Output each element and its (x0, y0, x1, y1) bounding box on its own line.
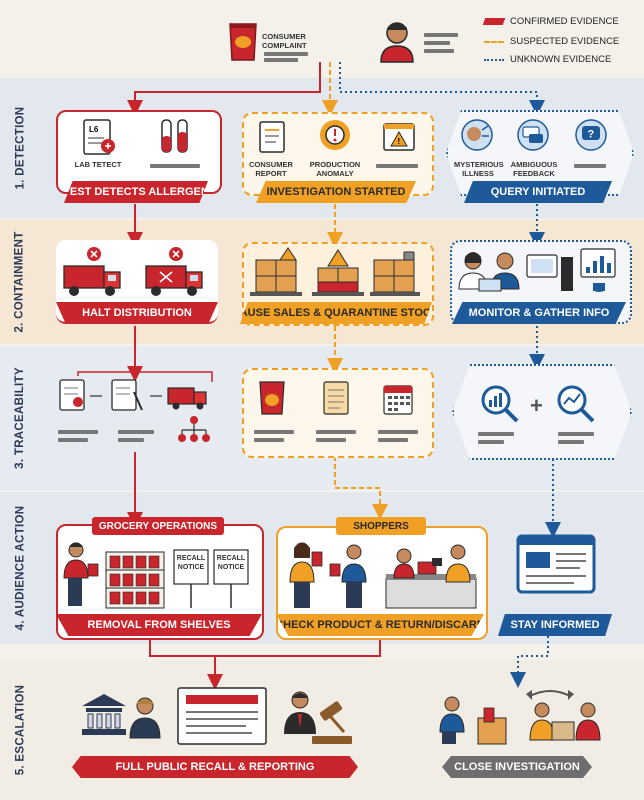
svg-text:L6: L6 (89, 125, 99, 134)
text-placeholder (150, 164, 200, 168)
test-tubes-icon (161, 119, 188, 153)
analytics-magnifier-icon (481, 385, 519, 423)
text-placeholder (118, 430, 154, 434)
check-product-banner: CHECK PRODUCT & RETURN/DISCARD (276, 614, 484, 636)
legend-item-confirmed: CONFIRMED EVIDENCE (482, 16, 619, 27)
query-initiated-banner: QUERY INITIATED (464, 181, 612, 203)
text-placeholder (316, 438, 346, 442)
news-webpage-icon (516, 534, 596, 594)
official-person-icon (129, 697, 161, 739)
calendar-icon (383, 385, 413, 415)
removal-from-shelves-banner: REMOVAL FROM SHELVES (56, 614, 262, 636)
text-placeholder (118, 438, 144, 442)
text-placeholder (424, 33, 458, 37)
judge-gavel-icon (284, 691, 352, 744)
mysterious-illness-label: MYSTERIOUS ILLNESS (454, 160, 504, 178)
text-placeholder (558, 432, 594, 436)
text-placeholder (58, 438, 88, 442)
text-placeholder (378, 438, 408, 442)
trace-documents-flow-icon (59, 371, 213, 442)
consumer-report-icon (259, 121, 285, 153)
complaint-label: CONSUMER COMPLAINT (262, 32, 307, 50)
government-building-icon (82, 694, 126, 735)
production-anomaly-label: PRODUCTION ANOMALY (309, 160, 361, 178)
svg-text:!: ! (398, 137, 401, 146)
legend-item-unknown: UNKNOWN EVIDENCE (484, 54, 611, 65)
investigation-started-banner: INVESTIGATION STARTED (256, 181, 416, 203)
chip-bag-icon (259, 381, 285, 415)
trend-magnifier-icon (557, 385, 595, 423)
consumer-report-label: CONSUMER REPORT (249, 160, 293, 178)
text-placeholder (376, 164, 418, 168)
text-placeholder (264, 58, 298, 62)
lab-test-label: LAB TETECT (74, 160, 122, 169)
public-notice-document-icon (177, 687, 267, 745)
chip-bag-icon (229, 23, 257, 61)
blocked-truck-icon (63, 247, 121, 296)
stay-informed-banner: STAY INFORMED (498, 614, 612, 636)
blocked-truck-icon (145, 247, 203, 296)
ambiguous-feedback-label: AMBIGUOUS FEEDBACK (510, 160, 558, 178)
text-placeholder (254, 430, 294, 434)
monitor-gather-info-banner: MONITOR & GATHER INFO (452, 302, 626, 324)
shoppers-header: SHOPPERS (336, 517, 426, 535)
document-icon (323, 381, 349, 415)
text-placeholder (478, 432, 514, 436)
analysts-monitoring-icon (458, 248, 616, 292)
grocery-operations-header: GROCERY OPERATIONS (92, 517, 224, 535)
text-placeholder (316, 430, 356, 434)
svg-text:?: ? (588, 129, 595, 141)
text-placeholder (478, 440, 504, 444)
ambiguous-feedback-icon (517, 119, 549, 151)
text-placeholder (424, 49, 454, 53)
text-placeholder (574, 164, 606, 168)
legend-item-suspected: SUSPECTED EVIDENCE (484, 36, 619, 47)
close-investigation-icon (439, 690, 601, 745)
full-public-recall-banner: FULL PUBLIC RECALL & REPORTING (72, 756, 358, 778)
shelf-removal-icon (63, 542, 249, 609)
suspected-swatch (484, 40, 504, 43)
close-investigation-banner: CLOSE INVESTIGATION (442, 756, 592, 778)
recall-notice-sign: RECALL NOTICE (176, 555, 206, 571)
person-avatar-icon (380, 22, 414, 63)
text-placeholder (264, 52, 308, 56)
text-placeholder (254, 438, 284, 442)
production-anomaly-icon (320, 120, 350, 150)
pause-sales-banner: PAUSE SALES & QUARANTINE STOCK (240, 302, 432, 324)
recall-notice-sign: RECALL NOTICE (216, 555, 246, 571)
warning-window-icon: ! (383, 123, 415, 151)
shoppers-checkout-icon (289, 542, 477, 609)
lab-report-icon: L6 (83, 119, 115, 155)
test-detects-allergen-banner: TEST DETECTS ALLERGEN (64, 181, 208, 203)
text-placeholder (58, 430, 98, 434)
confirmed-swatch (482, 18, 506, 25)
plus-icon: + (530, 393, 543, 418)
text-placeholder (424, 41, 450, 45)
text-placeholder (558, 440, 584, 444)
quarantined-boxes-icon (250, 247, 420, 296)
trace-unknown-panel (452, 364, 632, 460)
unknown-swatch (484, 58, 504, 61)
halt-distribution-banner: HALT DISTRIBUTION (56, 302, 218, 324)
question-bubble-icon: ? (575, 119, 607, 151)
mysterious-illness-icon (461, 119, 493, 151)
text-placeholder (378, 430, 418, 434)
